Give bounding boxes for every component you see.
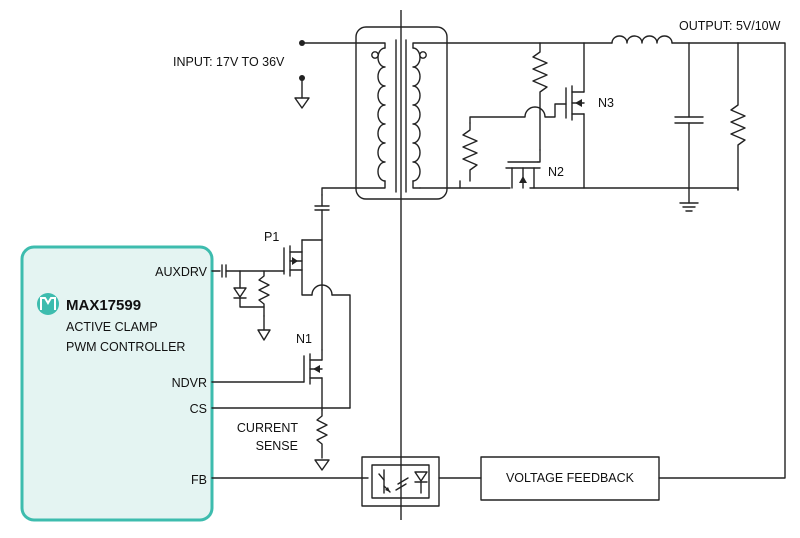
voltage-feedback-label: VOLTAGE FEEDBACK (506, 471, 635, 485)
diode-icon (233, 287, 247, 298)
controller-part-number: MAX17599 (66, 297, 141, 314)
controller-desc-line2: PWM CONTROLLER (66, 340, 185, 354)
current-sense-label-1: CURRENT (237, 421, 298, 435)
n1-label: N1 (296, 332, 312, 346)
n3-mosfet (565, 42, 585, 189)
output-inductor (611, 35, 673, 44)
optocoupler (361, 456, 440, 507)
controller-block (20, 245, 214, 522)
controller-desc-line1: ACTIVE CLAMP (66, 320, 158, 334)
ground-icon-aux (257, 329, 271, 341)
ground-icon-cs (314, 459, 330, 471)
current-sense-label-2: SENSE (256, 439, 298, 453)
output-label: OUTPUT: 5V/10W (679, 19, 781, 33)
p1-label: P1 (264, 230, 279, 244)
p1-mosfet (283, 239, 303, 277)
pin-auxdrv-label: AUXDRV (155, 265, 208, 279)
transformer (355, 26, 448, 200)
input-label: INPUT: 17V TO 36V (173, 55, 285, 69)
n2-mosfet (505, 149, 541, 189)
pin-cs-label: CS (190, 402, 207, 416)
pin-ndvr-label: NDVR (172, 376, 207, 390)
n3-label: N3 (598, 96, 614, 110)
ground-icon (294, 97, 310, 109)
n2-label: N2 (548, 165, 564, 179)
pin-fb-label: FB (191, 473, 207, 487)
maxim-logo-icon (37, 293, 59, 315)
voltage-feedback-block (480, 456, 660, 501)
n1-mosfet (303, 239, 323, 411)
